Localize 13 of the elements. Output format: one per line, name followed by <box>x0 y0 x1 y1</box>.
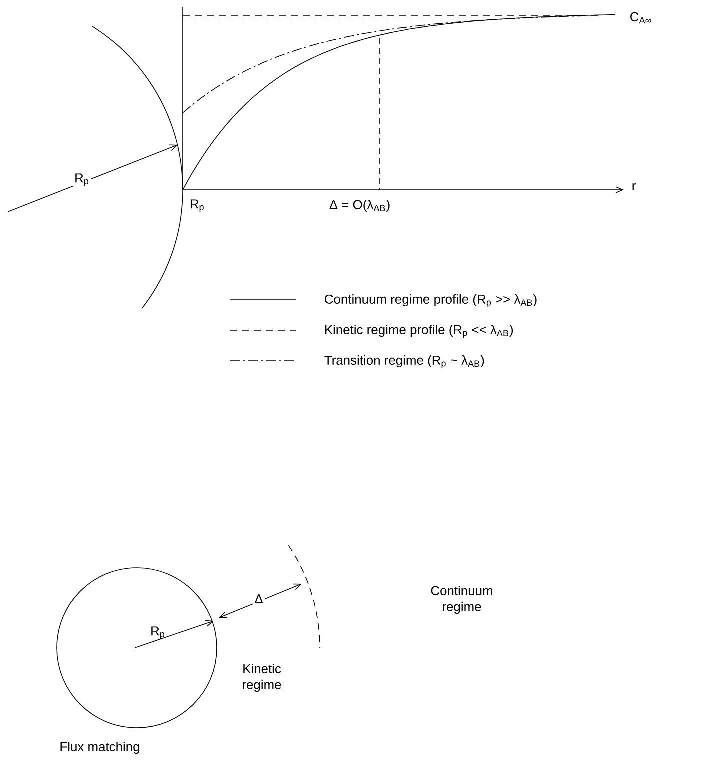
symbol-label: R$_{p}$ <box>190 200 204 212</box>
legend-text: Transition regime (R$_{p}$ ~ λ$_{AB}$) <box>324 355 484 369</box>
region-label: Continuum regime <box>431 586 492 614</box>
legend-text: Continuum regime profile (R$_{p}$ >> λ$_{AB}$) <box>325 294 537 308</box>
caption-label: Flux matching <box>60 742 140 754</box>
symbol-label: Δ <box>253 593 265 605</box>
legend-text: Kinetic regime profile (R$_{p}$ << λ$_{AB}$) <box>325 324 514 338</box>
symbol-label: Δ = O(λ$_{AB}$) <box>330 200 390 212</box>
symbol-label: C$_{A∞}$ <box>630 12 652 24</box>
symbol-label: R$_{p}$ <box>73 172 91 188</box>
axis-label: r <box>632 184 636 190</box>
region-label: Kinetic regime <box>243 664 282 692</box>
symbol-label: R$_{p}$ <box>152 626 165 640</box>
